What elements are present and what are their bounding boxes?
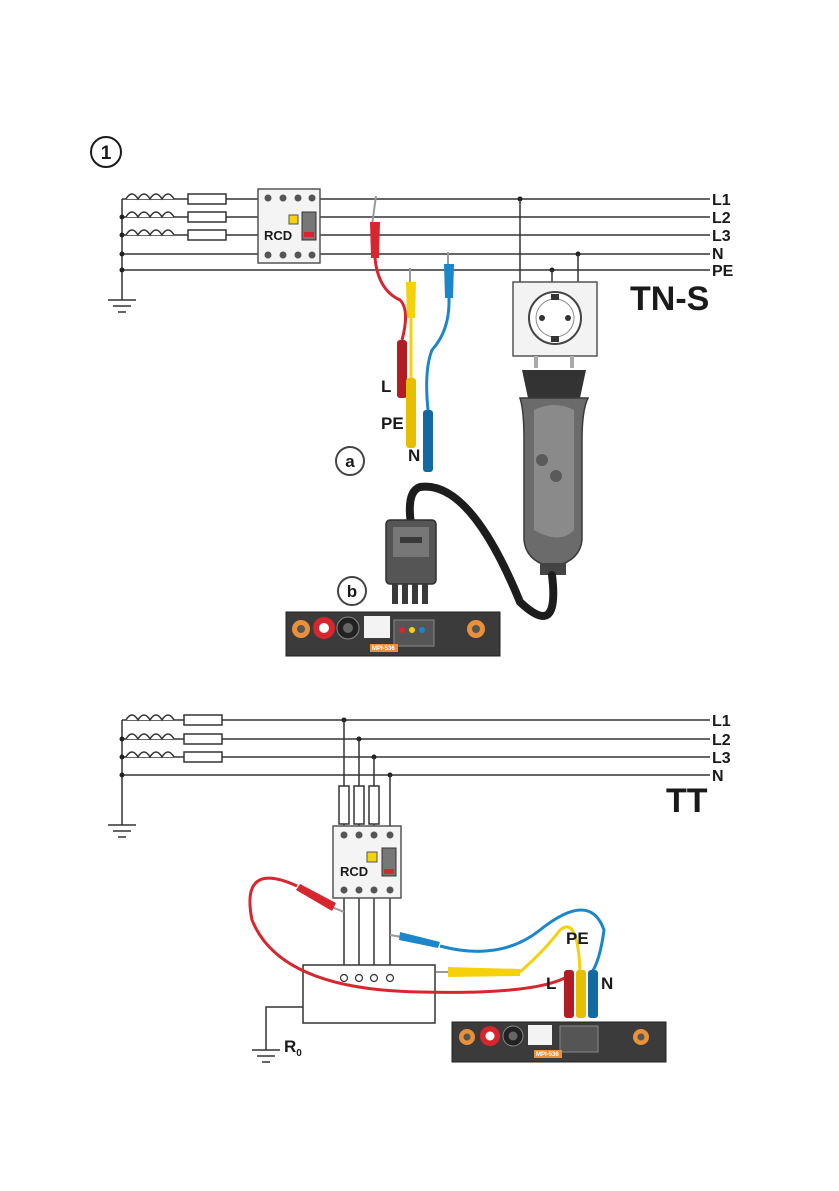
tns-bus-label-l1: L1 <box>712 192 731 209</box>
tt-rcd-label: RCD <box>340 864 368 879</box>
tns-bus-label-n: N <box>712 246 724 263</box>
tns-system-label: TN-S <box>630 280 709 318</box>
tt-lead-label-n: N <box>601 974 613 993</box>
tns-lead-label-pe: PE <box>381 414 404 433</box>
tt-earth-subscript: 0 <box>296 1048 302 1059</box>
tt-transformer-coils <box>126 715 222 762</box>
tt-junctions <box>120 718 393 778</box>
tns-bus-label-l2: L2 <box>712 210 731 227</box>
tt-lead-label-pe: PE <box>566 929 589 948</box>
tt-lead-yellow <box>436 927 586 1018</box>
tt-rcd-device: RCD <box>333 826 401 898</box>
tt-meter-model: MPI-536 <box>536 1052 559 1058</box>
tns-ground-symbol <box>108 300 136 312</box>
tt-meter-panel: MPI-536 <box>452 1022 666 1062</box>
tns-rcd-device: RCD <box>258 189 320 263</box>
tns-diagram: RCD L1 L2 L3 N PE TN-S <box>108 189 734 656</box>
tt-bus-label-l1: L1 <box>712 713 731 730</box>
tns-meter-model: MPI-536 <box>372 646 395 652</box>
tt-bus-label-n: N <box>712 768 724 785</box>
tns-rcd-label: RCD <box>264 228 292 243</box>
figure-number-badge: 1 <box>91 137 121 167</box>
tns-bus-label-l3: L3 <box>712 228 731 245</box>
callout-b-label: b <box>347 582 357 601</box>
tt-diagram: L1 L2 L3 N TT RCD <box>108 713 731 1062</box>
tns-lead-yellow <box>406 268 416 448</box>
tt-earth-electrode <box>252 1050 280 1062</box>
tns-meter-connector <box>386 520 436 604</box>
tns-wall-socket <box>513 199 597 356</box>
tt-earth-label: R0 <box>284 1037 302 1059</box>
tt-bus-label-l3: L3 <box>712 750 731 767</box>
callout-a: a <box>336 447 364 475</box>
callout-b: b <box>338 577 366 605</box>
tns-plug-adapter <box>520 356 588 575</box>
tns-lead-label-n: N <box>408 446 420 465</box>
tns-lead-label-l: L <box>381 377 391 396</box>
tt-bus-label-l2: L2 <box>712 732 731 749</box>
tns-lead-blue <box>423 252 454 472</box>
tns-meter-panel: MPI-536 <box>286 612 500 656</box>
tns-bus-label-pe: PE <box>712 263 734 280</box>
tt-ground-symbol <box>108 825 136 837</box>
tt-lead-label-l: L <box>546 974 556 993</box>
tns-lead-red <box>370 196 407 398</box>
callout-a-label: a <box>345 452 355 471</box>
figure-number: 1 <box>101 143 112 164</box>
tt-system-label: TT <box>666 782 708 820</box>
